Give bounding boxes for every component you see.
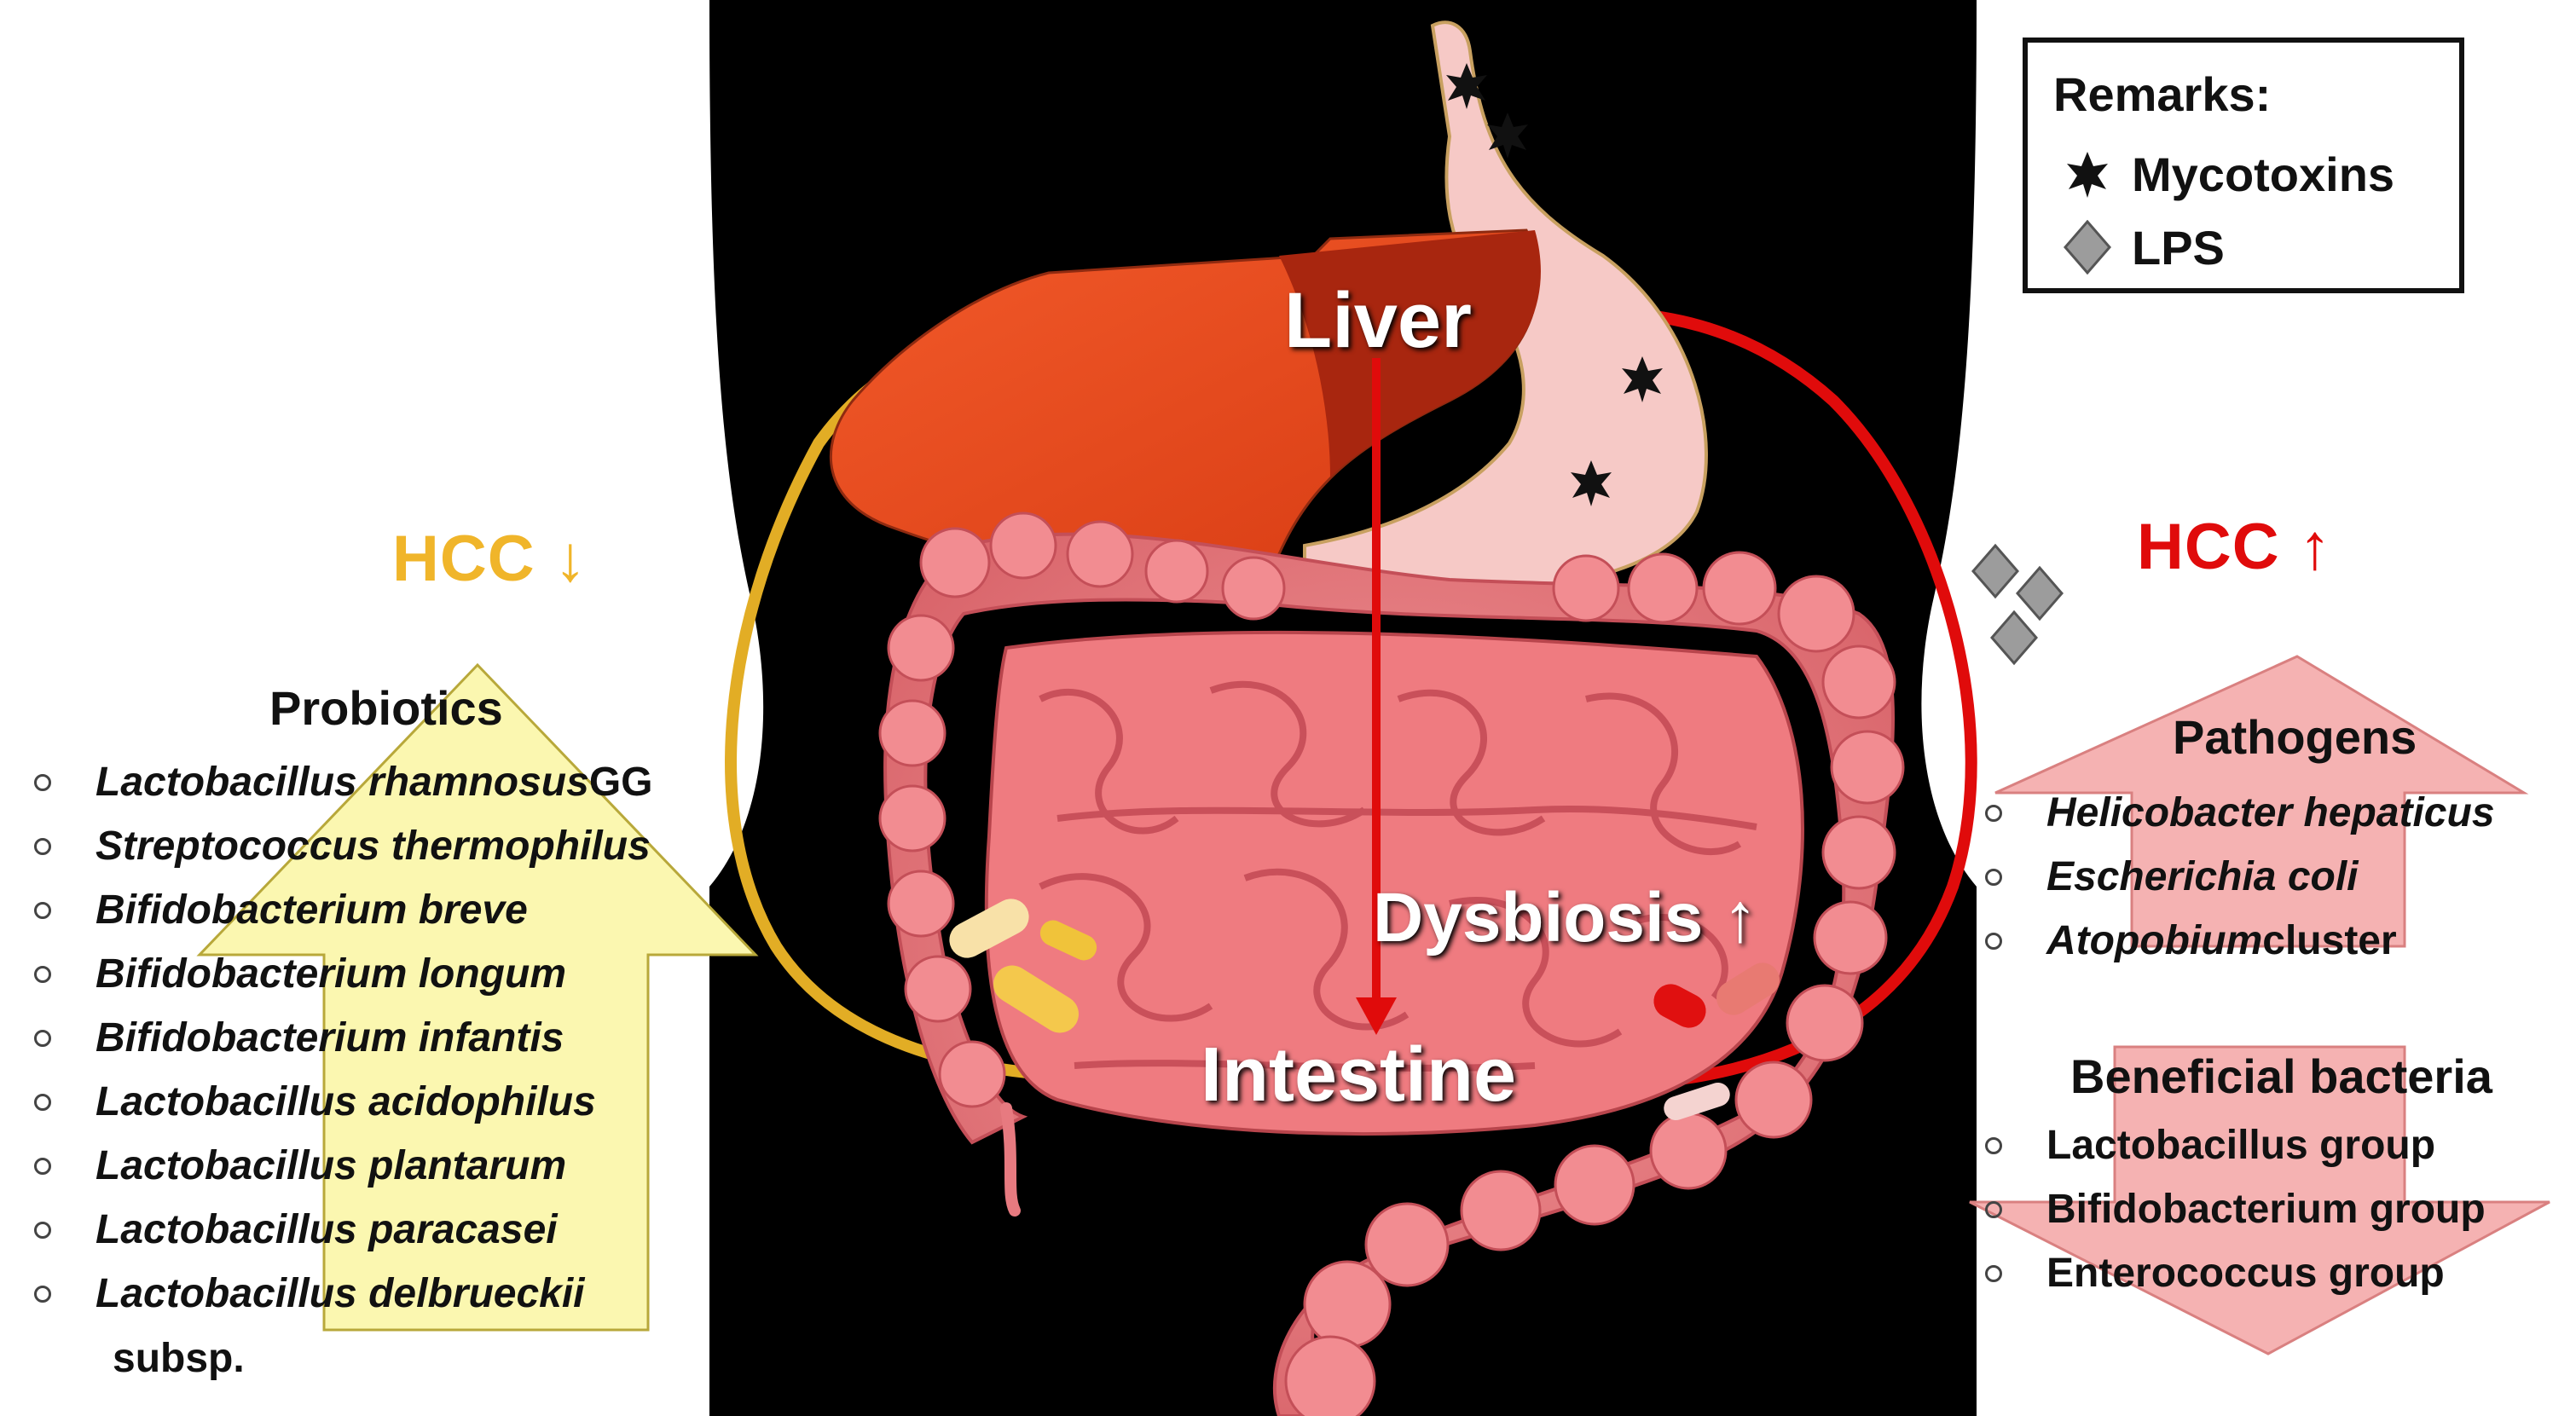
lps-markers xyxy=(1973,546,2062,663)
list-item: Streptococcus thermophilus xyxy=(34,814,652,878)
list-item: Bifidobacterium breve xyxy=(34,878,652,942)
diamond-icon xyxy=(1992,612,2036,663)
species-name: Lactobacillus plantarum xyxy=(96,1142,566,1189)
species-name: Bifidobacterium infantis xyxy=(96,1014,564,1061)
diamond-icon xyxy=(2053,220,2122,275)
probiotics-subsp-note: subsp. xyxy=(113,1335,245,1382)
beneficial-bacteria-list: Lactobacillus group Bifidobacterium grou… xyxy=(1985,1113,2486,1305)
bullet-icon xyxy=(34,1094,51,1111)
bullet-icon xyxy=(34,1030,51,1047)
legend-label-mycotoxins: Mycotoxins xyxy=(2132,147,2394,202)
appendix xyxy=(1006,1108,1015,1211)
beneficial-bacteria-title: Beneficial bacteria xyxy=(2070,1049,2492,1104)
list-item: Lactobacillus delbrueckii xyxy=(34,1262,652,1326)
bullet-icon xyxy=(34,902,51,919)
bullet-icon xyxy=(34,966,51,983)
species-name: Lactobacillus paracasei xyxy=(96,1206,558,1253)
species-name: Streptococcus thermophilus xyxy=(96,823,651,870)
list-item: Helicobacter hepaticus xyxy=(1985,781,2495,845)
pathogens-list: Helicobacter hepaticus Escherichia coli … xyxy=(1985,781,2495,973)
list-item: Atopobium cluster xyxy=(1985,909,2495,973)
species-suffix: cluster xyxy=(2262,917,2396,964)
bullet-icon xyxy=(1985,1265,2002,1282)
list-item: Lactobacillus plantarum xyxy=(34,1134,652,1198)
bullet-icon xyxy=(1985,869,2002,886)
hcc-decrease-label: HCC ↓ xyxy=(392,522,588,596)
diamond-icon xyxy=(1973,546,2017,597)
group-name: Enterococcus group xyxy=(2046,1250,2445,1297)
species-name: Bifidobacterium breve xyxy=(96,887,528,933)
list-item: Enterococcus group xyxy=(1985,1241,2486,1305)
species-name: Helicobacter hepaticus xyxy=(2046,789,2495,836)
star-burst-icon xyxy=(2053,150,2122,198)
probiotics-list: Lactobacillus rhamnosus GG Streptococcus… xyxy=(34,750,652,1326)
legend-item-lps: LPS xyxy=(2053,211,2434,284)
legend-item-mycotoxins: Mycotoxins xyxy=(2053,137,2434,211)
bullet-icon xyxy=(34,774,51,791)
species-name: Escherichia coli xyxy=(2046,853,2359,900)
bullet-icon xyxy=(1985,933,2002,950)
hcc-increase-label: HCC ↑ xyxy=(2137,510,2332,584)
list-item: Bifidobacterium longum xyxy=(34,942,652,1006)
probiotics-title: Probiotics xyxy=(269,680,503,736)
bullet-icon xyxy=(1985,805,2002,822)
diamond-icon xyxy=(2017,568,2062,619)
species-name: Lactobacillus acidophilus xyxy=(96,1078,596,1125)
group-name: Lactobacillus group xyxy=(2046,1122,2435,1169)
intestine-label: Intestine xyxy=(1201,1032,1516,1119)
list-item: Lactobacillus acidophilus xyxy=(34,1070,652,1134)
bullet-icon xyxy=(34,838,51,855)
list-item: Lactobacillus group xyxy=(1985,1113,2486,1177)
list-item: Lactobacillus rhamnosus GG xyxy=(34,750,652,814)
pathogens-title: Pathogens xyxy=(2173,709,2417,765)
bullet-icon xyxy=(34,1158,51,1175)
bullet-icon xyxy=(34,1222,51,1239)
liver-label: Liver xyxy=(1284,276,1472,366)
group-name: Bifidobacterium group xyxy=(2046,1186,2486,1233)
species-name: Bifidobacterium longum xyxy=(96,951,566,997)
dysbiosis-label: Dysbiosis ↑ xyxy=(1373,878,1757,958)
species-name: Lactobacillus rhamnosus xyxy=(96,759,589,806)
species-suffix: GG xyxy=(589,759,653,806)
species-name: Lactobacillus delbrueckii xyxy=(96,1270,585,1317)
list-item: Bifidobacterium group xyxy=(1985,1177,2486,1241)
legend-label-lps: LPS xyxy=(2132,220,2225,275)
remarks-legend: Remarks: Mycotoxins LPS xyxy=(2023,38,2464,293)
list-item: Escherichia coli xyxy=(1985,845,2495,909)
remarks-title: Remarks: xyxy=(2053,66,2434,122)
bullet-icon xyxy=(1985,1201,2002,1218)
bullet-icon xyxy=(34,1286,51,1303)
list-item: Bifidobacterium infantis xyxy=(34,1006,652,1070)
species-name: Atopobium xyxy=(2046,917,2262,964)
bullet-icon xyxy=(1985,1137,2002,1154)
list-item: Lactobacillus paracasei xyxy=(34,1198,652,1262)
